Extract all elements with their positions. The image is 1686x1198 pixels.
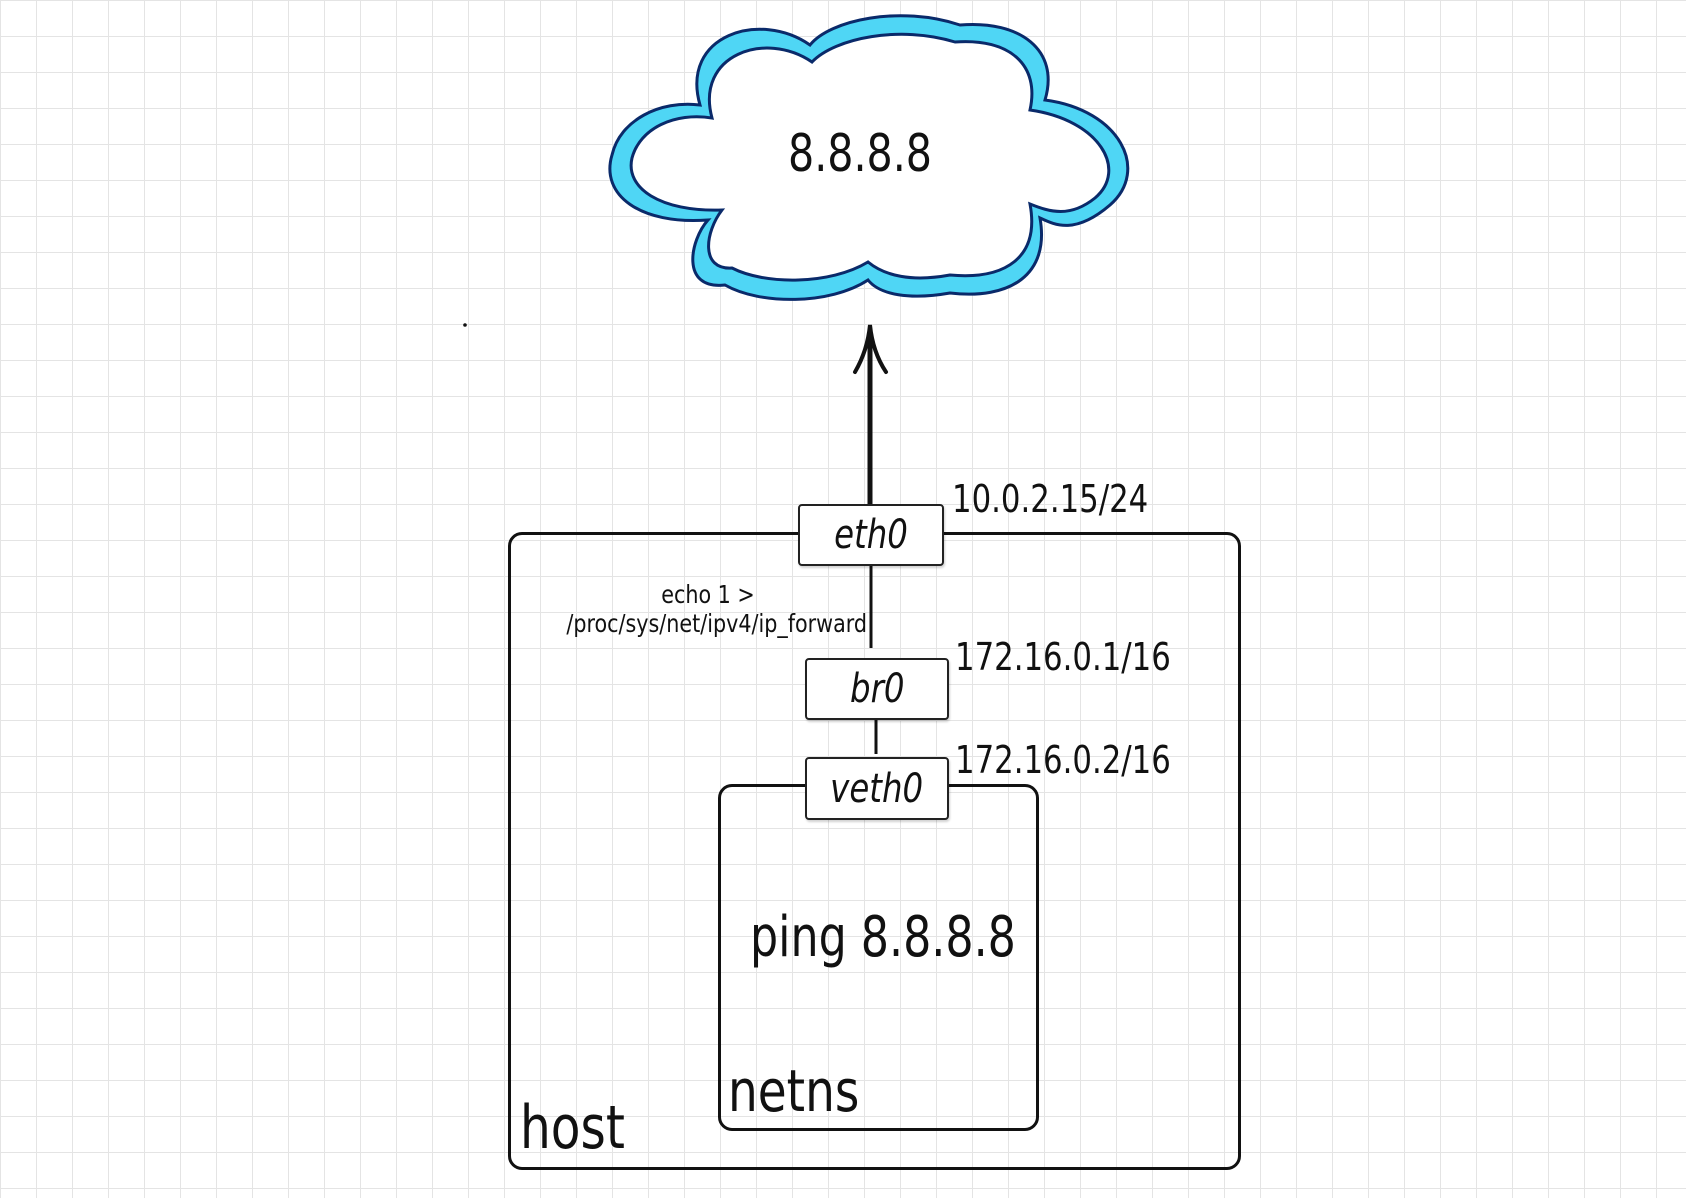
interface-br0[interactable]: br0 xyxy=(805,658,949,720)
interface-br0-label: br0 xyxy=(849,666,905,712)
ping-command: ping 8.8.8.8 xyxy=(750,905,1016,970)
eth0-ip-address: 10.0.2.15/24 xyxy=(952,477,1149,521)
cloud-label: 8.8.8.8 xyxy=(788,124,932,184)
internet-cloud-icon xyxy=(608,14,1130,301)
interface-veth0[interactable]: veth0 xyxy=(805,757,949,820)
interface-veth0-label: veth0 xyxy=(830,765,924,812)
stray-dot xyxy=(463,323,467,327)
interface-eth0-label: eth0 xyxy=(834,512,908,558)
veth0-ip-address: 172.16.0.2/16 xyxy=(955,738,1171,782)
br0-ip-address: 172.16.0.1/16 xyxy=(955,635,1171,679)
ip-forward-note-line1: echo 1 > xyxy=(661,580,755,609)
interface-eth0[interactable]: eth0 xyxy=(798,504,944,566)
uplink-arrow xyxy=(853,324,888,507)
host-label: host xyxy=(520,1093,625,1163)
ip-forward-note-line2: /proc/sys/net/ipv4/ip_forward xyxy=(566,609,867,638)
netns-label: netns xyxy=(728,1057,860,1125)
